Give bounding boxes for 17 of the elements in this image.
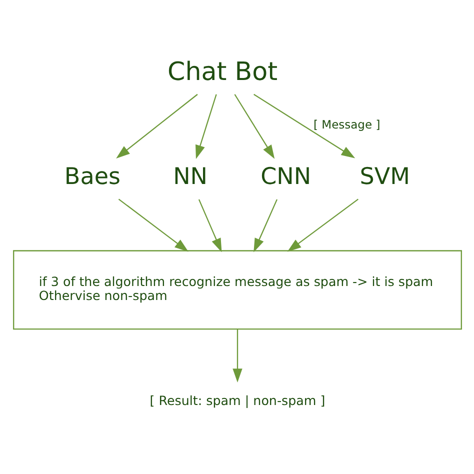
node-text: [ Result: spam | non-spam ] bbox=[149, 392, 325, 408]
arrow bbox=[286, 198, 358, 252]
arrow bbox=[195, 94, 216, 159]
arrow bbox=[253, 198, 278, 252]
node-text: Chat Bot bbox=[167, 55, 278, 86]
edge-label: [ Message ] bbox=[313, 117, 380, 132]
arrow bbox=[253, 93, 355, 158]
arrow bbox=[232, 328, 242, 382]
node-text: CNN bbox=[260, 163, 311, 190]
arrow bbox=[198, 198, 222, 252]
arrow bbox=[234, 94, 274, 158]
node-text: NN bbox=[172, 163, 208, 190]
node-text: SVM bbox=[359, 163, 410, 190]
node-box: if 3 of the algorithm recognize message as spam -> it is spam Othervise non-spam bbox=[12, 250, 462, 330]
arrow bbox=[118, 198, 188, 252]
node-text: Baes bbox=[64, 163, 120, 190]
arrow bbox=[116, 93, 198, 158]
